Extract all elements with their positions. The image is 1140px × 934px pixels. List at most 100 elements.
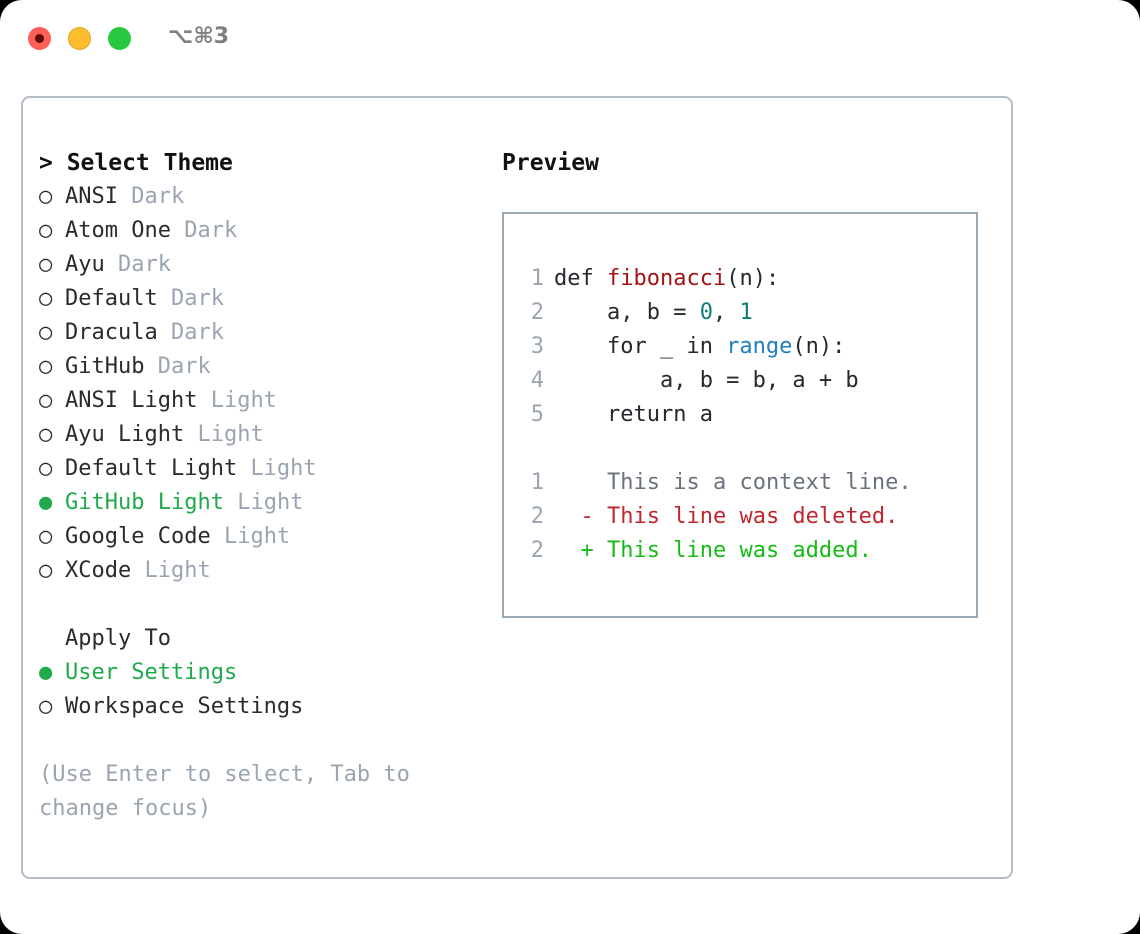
radio-unselected-icon[interactable]: ○ bbox=[39, 388, 53, 413]
theme-name: ANSI Light bbox=[65, 388, 198, 413]
radio-unselected-icon[interactable]: ○ bbox=[39, 286, 53, 311]
diff-sample: 1 This is a context line. 2 - This line w… bbox=[516, 466, 976, 568]
text-space bbox=[118, 184, 131, 209]
theme-list[interactable]: ○ ANSI Dark ○ Atom One Dark ○ Ayu Dark ○ Defaul… bbox=[39, 180, 469, 588]
theme-list-item[interactable]: ○ Default Light Light bbox=[39, 452, 469, 486]
code-token: , bbox=[712, 300, 740, 325]
theme-variant-label: Dark bbox=[170, 286, 224, 311]
apply-to-header: Apply To bbox=[65, 626, 171, 651]
text-space bbox=[171, 218, 184, 243]
apply-to-label: Workspace Settings bbox=[65, 694, 304, 719]
theme-name: GitHub Light bbox=[65, 490, 224, 515]
apply-to-option[interactable]: ●User Settings bbox=[39, 656, 469, 690]
theme-variant-label: Dark bbox=[157, 354, 211, 379]
radio-unselected-icon[interactable]: ○ bbox=[39, 218, 53, 243]
code-token: (n): bbox=[792, 334, 846, 359]
text-space bbox=[158, 286, 171, 311]
diff-line: 2 - This line was deleted. bbox=[516, 500, 976, 534]
theme-variant-label: Dark bbox=[118, 252, 171, 277]
radio-unselected-icon[interactable]: ○ bbox=[39, 524, 53, 549]
radio-unselected-icon[interactable]: ○ bbox=[39, 694, 53, 719]
code-token: a, b = bbox=[554, 300, 700, 325]
theme-variant-label: Light bbox=[237, 490, 304, 515]
preview-title: Preview bbox=[502, 150, 599, 176]
code-token: range bbox=[726, 334, 793, 359]
main-panel: > Select Theme ○ANSI Dark○Atom One Dark○… bbox=[21, 96, 1013, 879]
radio-unselected-icon[interactable]: ○ bbox=[39, 354, 53, 379]
diff-gutter-space bbox=[554, 470, 581, 495]
diff-text: This line was added. bbox=[607, 538, 872, 563]
code-token: 1 bbox=[739, 300, 753, 325]
radio-unselected-icon[interactable]: ○ bbox=[39, 252, 53, 277]
theme-name: Atom One bbox=[65, 218, 171, 243]
theme-list-item[interactable]: ○ Atom One Dark bbox=[39, 214, 469, 248]
line-number: 2 bbox=[530, 504, 544, 529]
theme-variant-label: Light bbox=[250, 456, 317, 481]
theme-name: ANSI bbox=[65, 184, 118, 209]
code-diff-gap bbox=[516, 432, 976, 466]
theme-name: Ayu Light bbox=[65, 422, 185, 447]
apply-to-list[interactable]: ●User Settings ○ Workspace Settings bbox=[39, 656, 469, 724]
code-token: 0 bbox=[699, 300, 713, 325]
radio-unselected-icon[interactable]: ○ bbox=[39, 184, 53, 209]
theme-list-item[interactable]: ○ Default Dark bbox=[39, 282, 469, 316]
theme-list-item[interactable]: ○GitHub Dark bbox=[39, 350, 469, 384]
theme-name: Default bbox=[65, 286, 158, 311]
theme-list-item[interactable]: ○ ANSI Dark bbox=[39, 180, 469, 214]
diff-gutter-space bbox=[554, 538, 581, 563]
radio-unselected-icon[interactable]: ○ bbox=[39, 456, 53, 481]
list-spacer bbox=[39, 588, 469, 622]
theme-list-item[interactable]: ○ XCode Light bbox=[39, 554, 469, 588]
text-space bbox=[197, 388, 210, 413]
text-space bbox=[158, 320, 171, 345]
theme-list-item[interactable]: ○ Dracula Dark bbox=[39, 316, 469, 350]
code-line: 2 a, b = 0, 1 bbox=[516, 296, 976, 330]
diff-marker: + bbox=[580, 538, 607, 563]
keyboard-hint: (Use Enter to select, Tab to change focu… bbox=[39, 762, 410, 821]
apply-to-option[interactable]: ○ Workspace Settings bbox=[39, 690, 469, 724]
theme-variant-label: Dark bbox=[170, 320, 224, 345]
theme-variant-label: Light bbox=[197, 422, 264, 447]
minimize-button[interactable] bbox=[68, 27, 91, 50]
theme-variant-label: Light bbox=[210, 388, 277, 413]
radio-unselected-icon[interactable]: ○ bbox=[39, 422, 53, 447]
theme-list-item[interactable]: ○ ANSI Light Light bbox=[39, 384, 469, 418]
theme-list-item[interactable]: ○ Google Code Light bbox=[39, 520, 469, 554]
hint-spacer bbox=[39, 724, 469, 758]
theme-variant-label: Dark bbox=[184, 218, 238, 243]
diff-marker: - bbox=[580, 504, 607, 529]
theme-variant-label: Light bbox=[223, 524, 291, 549]
code-line: 5 return a bbox=[516, 398, 976, 432]
theme-variant-label: Dark bbox=[131, 184, 185, 209]
radio-selected-icon[interactable]: ● bbox=[39, 490, 53, 515]
line-number: 2 bbox=[530, 300, 544, 325]
theme-list-item[interactable]: ○ Ayu Dark bbox=[39, 248, 469, 282]
theme-name: Google Code bbox=[65, 524, 211, 549]
diff-text: This is a context line. bbox=[607, 470, 912, 495]
zoom-button[interactable] bbox=[108, 27, 131, 50]
radio-unselected-icon[interactable]: ○ bbox=[39, 558, 53, 583]
radio-unselected-icon[interactable]: ○ bbox=[39, 320, 53, 345]
radio-selected-icon[interactable]: ● bbox=[39, 660, 53, 685]
theme-name: Dracula bbox=[65, 320, 158, 345]
theme-variant-label: Light bbox=[144, 558, 211, 583]
theme-selector-column: > Select Theme ○ANSI Dark○Atom One Dark○… bbox=[39, 146, 469, 826]
text-space bbox=[184, 422, 197, 447]
theme-list-item[interactable]: ○ Ayu Light Light bbox=[39, 418, 469, 452]
theme-name: XCode bbox=[65, 558, 132, 583]
text-space bbox=[131, 558, 144, 583]
code-token: (n): bbox=[726, 266, 780, 291]
line-number: 5 bbox=[530, 402, 544, 427]
title-bar: ⌥⌘3 bbox=[0, 0, 1140, 78]
theme-list-item[interactable]: ● GitHub Light Light bbox=[39, 486, 469, 520]
code-token: for _ in bbox=[554, 334, 727, 359]
line-number: 1 bbox=[530, 470, 544, 495]
theme-name: Ayu bbox=[65, 252, 105, 277]
code-line: 3 for _ in range(n): bbox=[516, 330, 976, 364]
theme-name: Default Light bbox=[65, 456, 238, 481]
close-button[interactable] bbox=[28, 27, 51, 50]
